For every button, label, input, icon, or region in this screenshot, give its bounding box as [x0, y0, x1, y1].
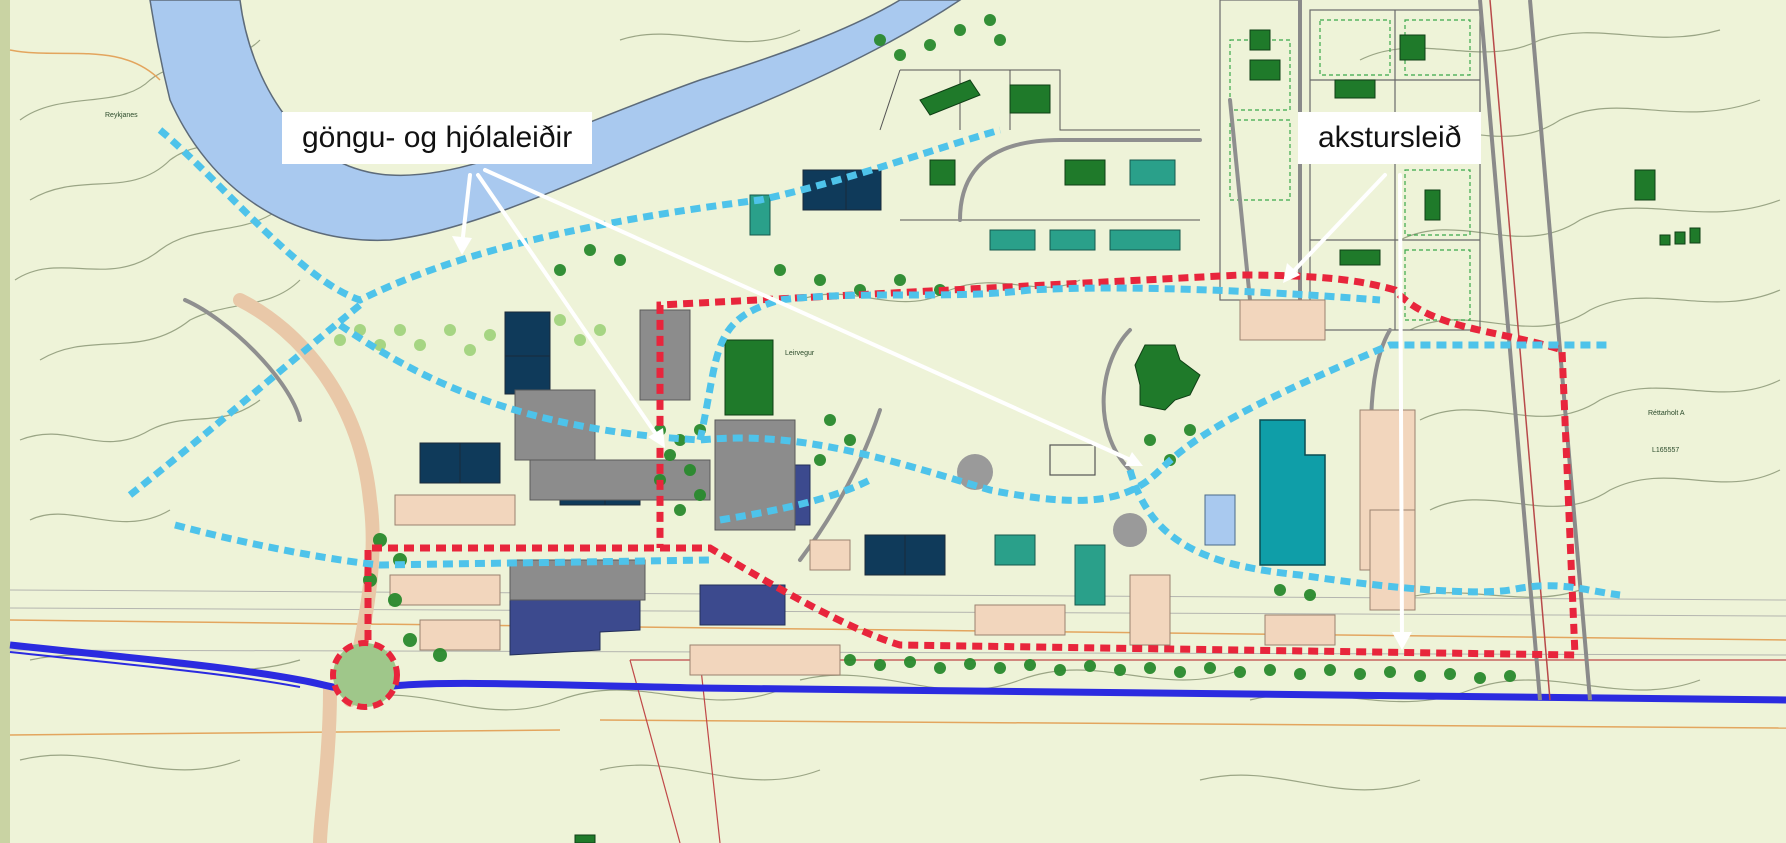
green-buildings: [574, 29, 1701, 843]
shrubs: [334, 314, 606, 356]
planned-building-pads: [389, 299, 1416, 676]
walk-bike-routes-label: göngu- og hjólaleiðir: [282, 112, 593, 164]
teal-buildings: [749, 159, 1181, 606]
water-tank-2: [1113, 513, 1147, 547]
plan-boundary-lines: [9, 49, 1786, 736]
drive-route-label: akstursleið: [1298, 112, 1482, 164]
pool: [1204, 494, 1236, 546]
river: [149, 0, 962, 242]
walk-bike-routes: [127, 126, 1621, 599]
map-label-lot-c: L165557: [1652, 447, 1679, 454]
green-building-cross: [1134, 344, 1201, 411]
access-roads: [233, 293, 380, 843]
contour-lines: [14, 29, 1781, 791]
roundabout: [330, 640, 400, 710]
drive-route: [364, 271, 1579, 659]
building-frame: [1049, 444, 1096, 476]
main-road-edge: [9, 651, 301, 688]
large-teal-building: [1259, 419, 1326, 566]
map-label-street: Leirvegur: [785, 350, 815, 357]
water-tank-1: [957, 454, 993, 490]
arrow-heads: [452, 236, 1412, 650]
map-label-lot-b: Réttarholt A: [1648, 410, 1685, 417]
left-margin-strip: [0, 0, 10, 843]
main-road: [9, 641, 1786, 704]
callout-arrows: [460, 168, 1404, 642]
map-label-lot-a: Reykjanes: [105, 112, 138, 119]
